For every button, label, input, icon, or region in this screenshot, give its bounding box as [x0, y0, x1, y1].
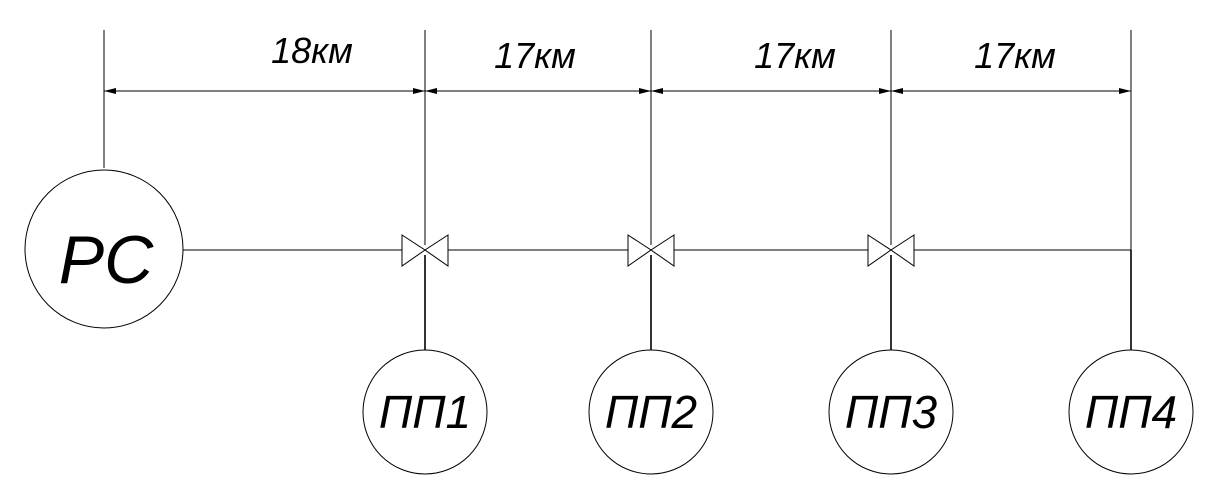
- valves: [401, 234, 915, 267]
- dimension-line: [104, 88, 1131, 94]
- point-nodes: ПП1 ПП2 ПП3 ПП4: [362, 349, 1194, 475]
- valve-3-icon: [867, 234, 915, 267]
- arrow-1-left: [104, 88, 116, 94]
- station-node: PC: [24, 169, 184, 329]
- point-node-2: ПП2: [588, 349, 714, 475]
- point-circle-1: [362, 349, 488, 475]
- point-label-4: ПП4: [1085, 386, 1177, 438]
- point-circle-2: [588, 349, 714, 475]
- arrow-2-right: [639, 88, 651, 94]
- distance-label-3: 17км: [754, 35, 836, 76]
- station-circle: [24, 169, 184, 329]
- distance-label-1: 18км: [271, 30, 353, 71]
- point-node-4: ПП4: [1068, 349, 1194, 475]
- arrow-1-right: [413, 88, 425, 94]
- valve-1-icon: [401, 234, 449, 267]
- arrow-4-left: [891, 88, 903, 94]
- point-label-1: ПП1: [379, 386, 471, 438]
- arrow-3-left: [651, 88, 663, 94]
- point-label-3: ПП3: [845, 386, 938, 438]
- point-node-3: ПП3: [828, 349, 954, 475]
- distance-labels: 18км 17км 17км 17км: [271, 30, 1056, 76]
- extension-lines: [103, 30, 1132, 250]
- point-label-2: ПП2: [605, 386, 697, 438]
- point-circle-4: [1068, 349, 1194, 475]
- arrow-2-left: [425, 88, 437, 94]
- valve-2-icon: [627, 234, 675, 267]
- station-label: PC: [59, 222, 154, 298]
- distance-label-4: 17км: [974, 35, 1056, 76]
- point-circle-3: [828, 349, 954, 475]
- point-node-1: ПП1: [362, 349, 488, 475]
- branch-pipes: [424, 250, 1132, 350]
- distance-label-2: 17км: [494, 35, 576, 76]
- arrow-4-right: [1119, 88, 1131, 94]
- arrow-3-right: [879, 88, 891, 94]
